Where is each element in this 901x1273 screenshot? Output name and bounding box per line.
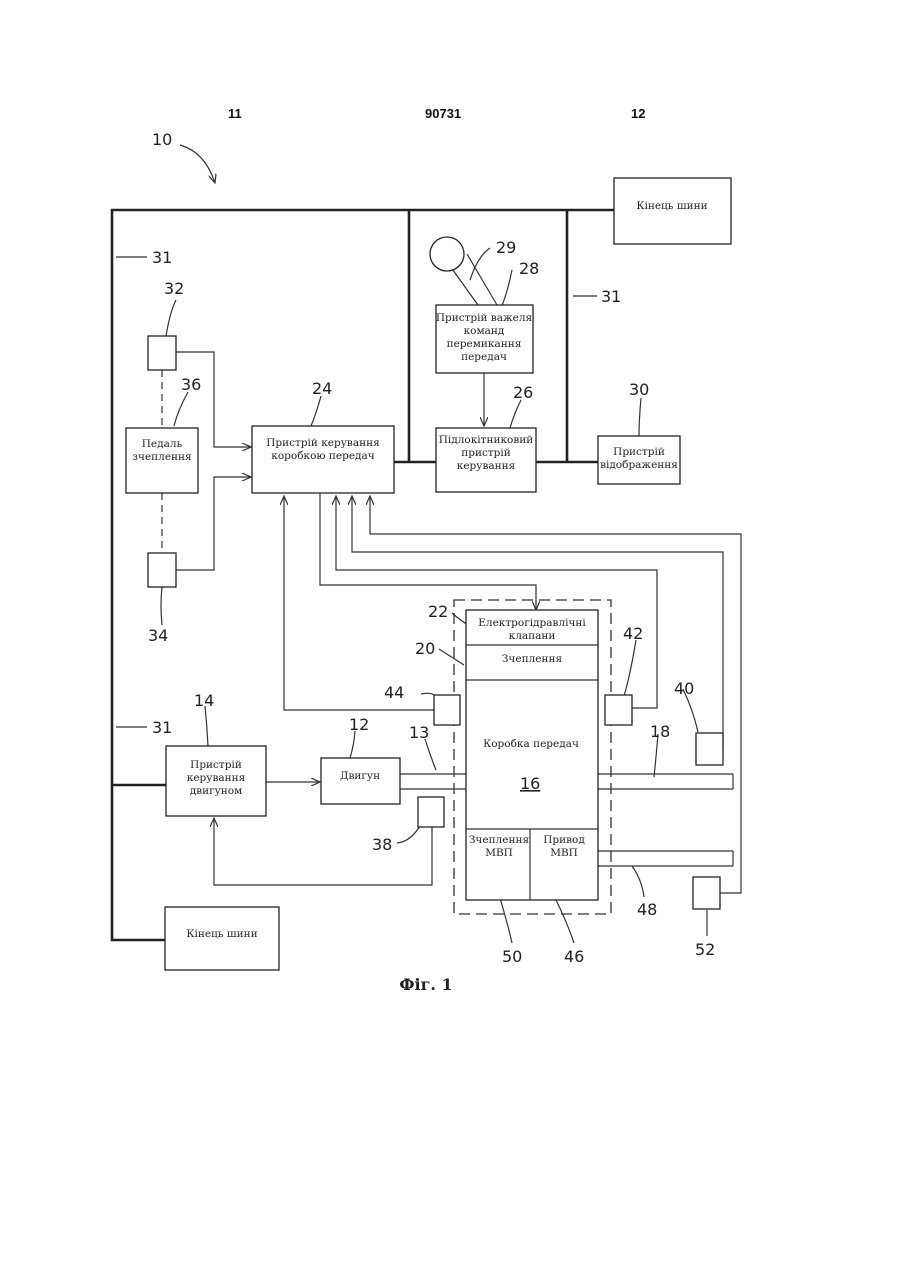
svg-text:36: 36 <box>181 375 201 394</box>
svg-text:відображення: відображення <box>600 459 678 471</box>
svg-text:40: 40 <box>674 679 694 698</box>
bus-end-top-label: Кінець шини <box>636 200 707 212</box>
block-engine-control: Пристрій керування двигуном <box>166 746 266 816</box>
svg-text:44: 44 <box>384 683 404 702</box>
sensor-52 <box>693 877 720 909</box>
svg-text:29: 29 <box>496 238 516 257</box>
svg-text:МВП: МВП <box>550 847 578 859</box>
block-armrest-control: Підлокітниковий пристрій керування <box>436 428 536 492</box>
pto-clutch-label: Зчеплення <box>469 834 530 846</box>
svg-text:Пристрій керування: Пристрій керування <box>266 437 380 449</box>
svg-text:42: 42 <box>623 624 643 643</box>
block-lever-device: Пристрій важеля команд перемикання перед… <box>436 305 533 373</box>
svg-text:МВП: МВП <box>485 847 513 859</box>
svg-text:12: 12 <box>349 715 369 734</box>
svg-text:керування: керування <box>187 772 246 784</box>
svg-text:46: 46 <box>564 947 584 966</box>
svg-text:зчеплення: зчеплення <box>132 451 192 463</box>
block-engine: Двигун <box>321 758 400 804</box>
valves-label: Електрогідравлічні <box>478 617 586 629</box>
svg-text:Підлокітниковий: Підлокітниковий <box>439 434 534 446</box>
gearbox-label: Коробка передач <box>483 738 579 750</box>
sensor-34 <box>148 553 176 587</box>
block-transmission: Електрогідравлічні клапани Зчеплення Кор… <box>466 610 598 900</box>
svg-text:Двигун: Двигун <box>340 770 380 782</box>
block-clutch-pedal: Педаль зчеплення <box>126 428 198 493</box>
svg-text:пристрій: пристрій <box>461 447 511 459</box>
svg-text:Педаль: Педаль <box>142 438 183 450</box>
sensor-42 <box>605 695 632 725</box>
block-bus-end-bottom: Кінець шини <box>165 907 279 970</box>
bus-end-bottom-label: Кінець шини <box>186 928 257 940</box>
leader-lines <box>116 145 707 943</box>
svg-text:28: 28 <box>519 259 539 278</box>
svg-text:коробкою передач: коробкою передач <box>271 450 374 462</box>
svg-text:52: 52 <box>695 940 715 959</box>
figure-caption: Фіг. 1 <box>399 975 452 994</box>
svg-text:16: 16 <box>520 774 540 793</box>
sensor-38 <box>418 797 444 827</box>
clutch-label: Зчеплення <box>502 653 563 665</box>
svg-text:Пристрій: Пристрій <box>613 446 665 458</box>
block-gearbox-control: Пристрій керування коробкою передач <box>252 426 394 493</box>
svg-text:13: 13 <box>409 723 429 742</box>
svg-text:14: 14 <box>194 691 214 710</box>
svg-text:38: 38 <box>372 835 392 854</box>
svg-text:Пристрій: Пристрій <box>190 759 242 771</box>
svg-text:Пристрій важеля: Пристрій важеля <box>436 312 533 324</box>
svg-text:10: 10 <box>152 130 172 149</box>
svg-text:31: 31 <box>152 718 172 737</box>
sensor-44 <box>434 695 460 725</box>
svg-text:18: 18 <box>650 722 670 741</box>
svg-text:20: 20 <box>415 639 435 658</box>
svg-text:34: 34 <box>148 626 168 645</box>
svg-text:48: 48 <box>637 900 657 919</box>
svg-text:31: 31 <box>601 287 621 306</box>
svg-text:22: 22 <box>428 602 448 621</box>
lever-knob <box>430 237 464 271</box>
svg-text:24: 24 <box>312 379 332 398</box>
svg-text:керування: керування <box>457 460 516 472</box>
svg-text:30: 30 <box>629 380 649 399</box>
svg-text:команд: команд <box>464 325 505 337</box>
svg-text:32: 32 <box>164 279 184 298</box>
block-display: Пристрій відображення <box>598 436 680 484</box>
pto-drive-label: Привод <box>543 834 585 846</box>
svg-text:31: 31 <box>152 248 172 267</box>
svg-text:двигуном: двигуном <box>190 785 243 797</box>
sensor-32 <box>148 336 176 370</box>
svg-text:клапани: клапани <box>509 630 556 642</box>
block-bus-end-top: Кінець шини <box>614 178 731 244</box>
svg-text:передач: передач <box>461 351 507 363</box>
svg-text:26: 26 <box>513 383 533 402</box>
svg-text:перемикання: перемикання <box>447 338 522 350</box>
sensor-40 <box>696 733 723 765</box>
svg-text:50: 50 <box>502 947 522 966</box>
